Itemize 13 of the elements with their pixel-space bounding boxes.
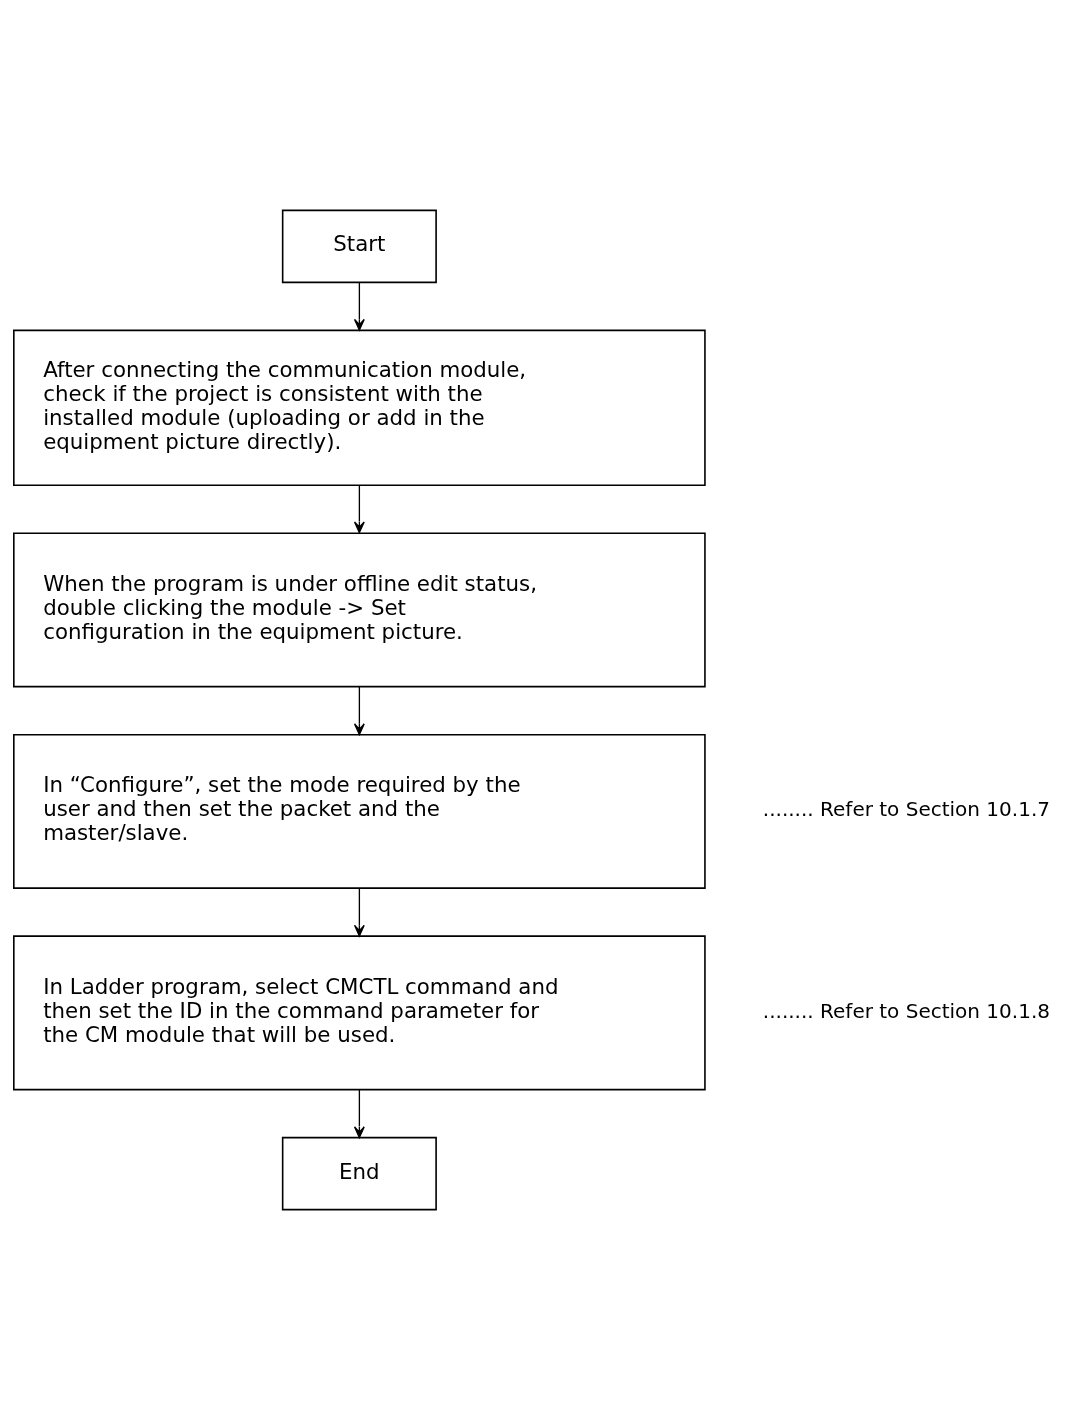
node-box: End xyxy=(281,1136,437,1211)
arrow xyxy=(353,281,365,331)
node-box: When the program is under offline edit status, double clicking the module -> Set configuration in the equipment picture. xyxy=(13,532,706,688)
arrow xyxy=(353,686,365,736)
node-box: Start xyxy=(281,209,437,284)
arrow xyxy=(353,485,365,534)
node-box: After connecting the communication module, check if the project is consistent with the installed module (uploading or add in the equipment picture directly). xyxy=(13,329,706,486)
node-box: In Ladder program, select CMCTL command and then set the ID in the command parameter for the CM module that will be used. xyxy=(13,935,706,1091)
node-box: In “Configure”, set the mode required by the user and then set the packet and the master/slave. xyxy=(13,733,706,889)
arrow xyxy=(353,887,365,937)
arrow xyxy=(353,1089,365,1139)
node-label: ........ Refer to Section 10.1.8 xyxy=(762,998,1050,1023)
node-label: ........ Refer to Section 10.1.7 xyxy=(762,797,1050,822)
